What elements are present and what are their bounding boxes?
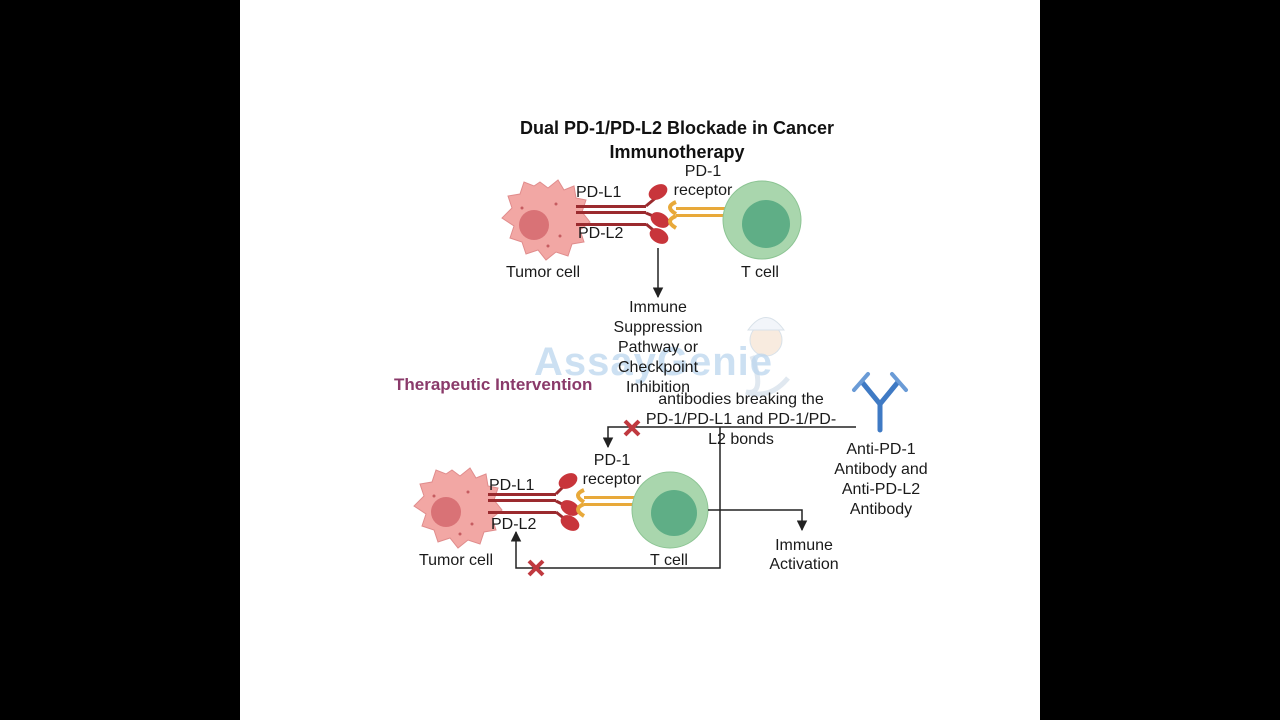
antibody-icon <box>852 372 908 433</box>
tumor-cell-label-top: Tumor cell <box>505 264 581 281</box>
pd-l1-ligand-bottom <box>488 473 580 516</box>
immune-activation-label: Immune Activation <box>769 536 838 574</box>
antibody-action-line1: antibodies breaking the <box>658 391 824 408</box>
tumor-cell-top <box>501 179 591 261</box>
assaygenie-watermark: AssayGenie <box>534 340 774 384</box>
pd-1-receptor-line2: receptor <box>673 182 733 199</box>
antibody-label-line3: Anti-PD-L2 <box>841 481 921 498</box>
pd-1-receptor-bottom-line2: receptor <box>582 471 642 488</box>
assaygenie-genie-logo <box>745 317 790 397</box>
pd-l2-ligand-bottom <box>488 510 580 531</box>
pd-1-receptor-label-top: PD-1 receptor <box>674 162 733 200</box>
suppression-line4: Checkpoint <box>617 359 699 376</box>
suppression-line3: Pathway or <box>617 339 699 356</box>
diagram-title: Dual PD-1/PD-L2 Blockade in Cancer Immun… <box>519 118 835 162</box>
block-cross-bottom <box>527 559 545 577</box>
diagram-canvas: AssayGenie Dual PD-1/PD-L2 Blockade in C… <box>240 0 1040 720</box>
diagram-svg <box>413 179 908 577</box>
pd-l1-ligand-top <box>576 184 670 228</box>
pd-l2-label-top: PD-L2 <box>578 225 624 242</box>
antibody-label-line1: Anti-PD-1 <box>846 441 916 458</box>
activation-line2: Activation <box>769 556 839 573</box>
therapeutic-intervention-heading: Therapeutic Intervention <box>394 375 593 394</box>
pd-1-receptor-line1: PD-1 <box>684 163 722 180</box>
pd-l1-label-bottom: PD-L1 <box>489 477 535 494</box>
pd-l2-ligand-top <box>576 222 669 244</box>
pd-1-receptor-bottom <box>576 488 636 518</box>
suppression-label: Immune Suppression Pathway or Checkpoint… <box>614 298 703 398</box>
suppression-line1: Immune <box>629 299 687 316</box>
antibody-action-label: antibodies breaking the PD-1/PD-L1 and P… <box>646 390 836 450</box>
pd-1-receptor-label-bottom: PD-1 receptor <box>583 451 642 489</box>
pd-l1-label-top: PD-L1 <box>576 184 622 201</box>
tumor-cell-bottom <box>413 467 503 549</box>
pd-l2-label-bottom: PD-L2 <box>491 516 537 533</box>
suppression-line2: Suppression <box>613 319 703 336</box>
antibody-blocking-lines <box>510 426 856 569</box>
antibody-label-line4: Antibody <box>849 501 913 518</box>
block-cross-top <box>623 419 641 437</box>
t-cell-bottom <box>631 471 709 549</box>
t-cell-label-bottom: T cell <box>650 552 688 569</box>
t-cell-top <box>722 180 802 260</box>
activation-line1: Immune <box>775 537 833 554</box>
activation-arrow <box>708 509 808 532</box>
pd-1-receptor-bottom-line1: PD-1 <box>593 452 631 469</box>
antibody-action-line3: L2 bonds <box>708 431 774 448</box>
t-cell-label-top: T cell <box>741 264 779 281</box>
antibody-label-line2: Antibody and <box>834 461 928 478</box>
antibody-action-line2: PD-1/PD-L1 and PD-1/PD- <box>645 411 837 428</box>
suppression-line5: Inhibition <box>625 379 691 396</box>
antibody-label: Anti-PD-1 Antibody and Anti-PD-L2 Antibo… <box>834 440 927 520</box>
tumor-cell-label-bottom: Tumor cell <box>418 552 494 569</box>
pd-1-receptor-top <box>668 200 728 230</box>
